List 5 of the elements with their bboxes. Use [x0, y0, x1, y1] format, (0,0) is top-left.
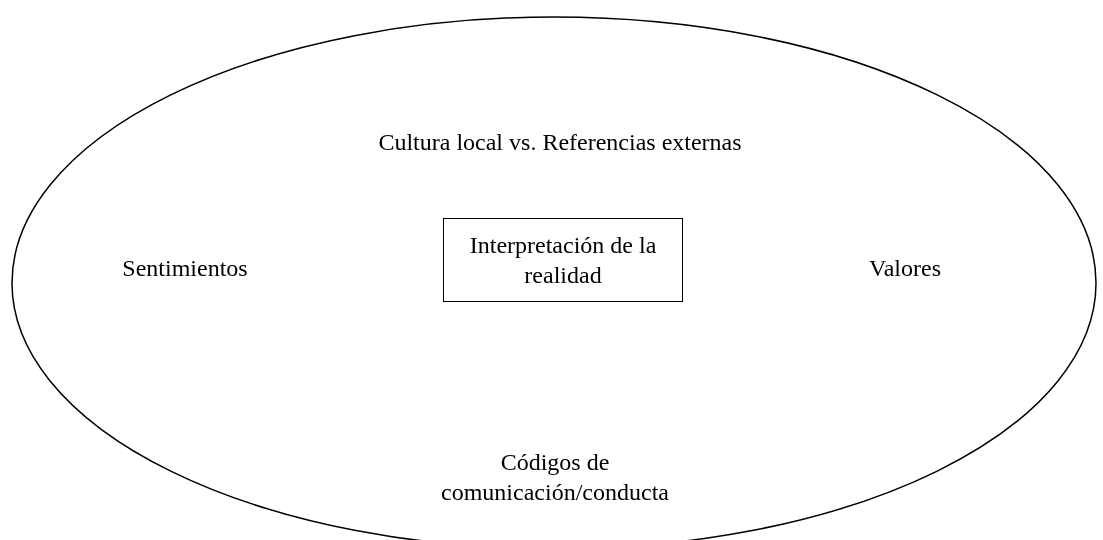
concept-text: Códigos de comunicación/conducta [440, 448, 670, 507]
concept-text: Valores [868, 254, 942, 283]
concept-text: Cultura local vs. Referencias externas [377, 128, 743, 157]
concept-text: Sentimientos [121, 254, 249, 283]
concept-box: Interpretación de la realidad [443, 218, 683, 302]
